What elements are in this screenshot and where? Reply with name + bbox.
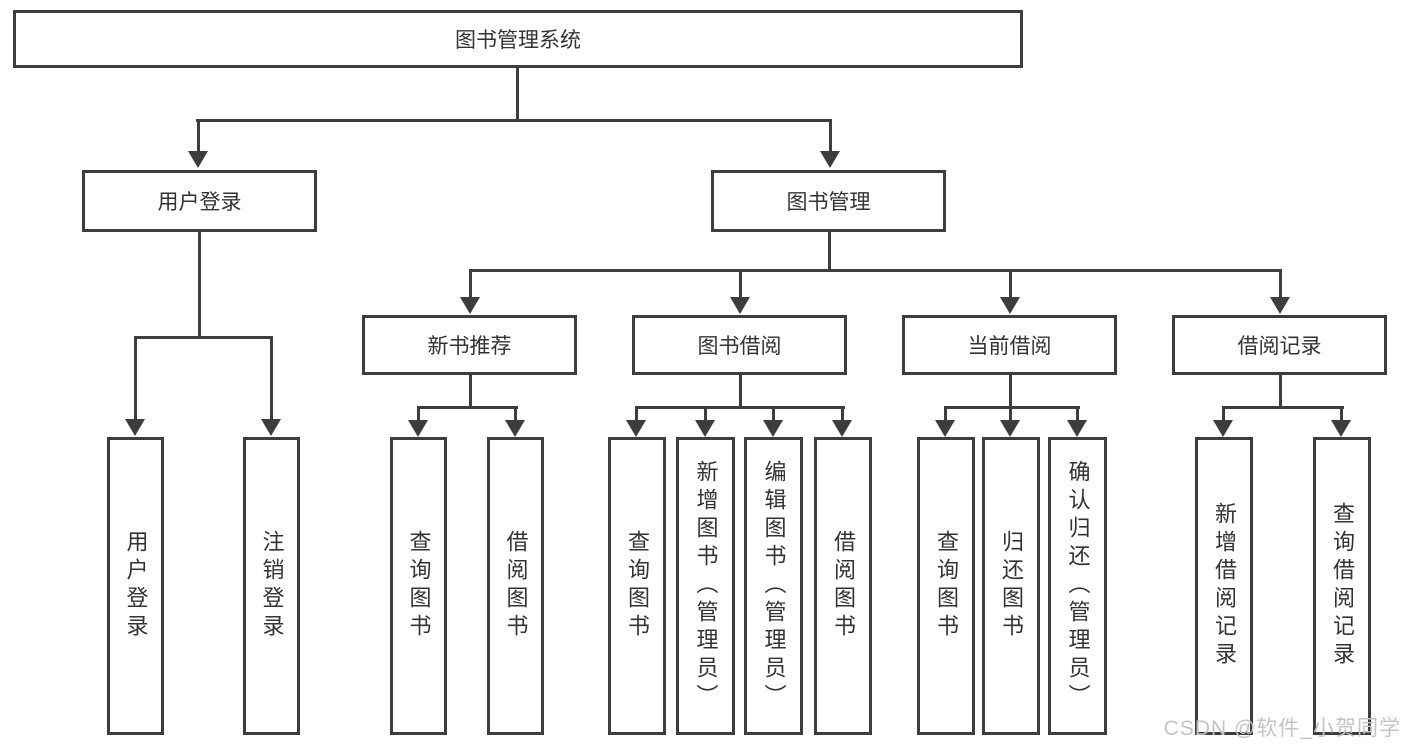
node-borrow-record: 借阅记录 bbox=[1172, 315, 1387, 375]
connector-line bbox=[469, 269, 472, 300]
arrow-down-icon bbox=[125, 419, 145, 436]
connector-line bbox=[841, 406, 844, 423]
arrow-down-icon bbox=[1270, 297, 1290, 314]
node-book-management: 图书管理 bbox=[711, 170, 946, 232]
arrow-down-icon bbox=[1000, 297, 1020, 314]
leaf-rec-query-book: 查询图书 bbox=[390, 437, 447, 735]
leaf-rec-borrow-book: 借阅图书 bbox=[487, 437, 544, 735]
arrow-down-icon bbox=[1067, 420, 1087, 437]
connector-line bbox=[134, 336, 137, 422]
connector-line bbox=[469, 375, 472, 409]
arrow-down-icon bbox=[1213, 420, 1233, 437]
arrow-down-icon bbox=[505, 420, 525, 437]
arrow-down-icon bbox=[832, 420, 852, 437]
connector-line bbox=[1009, 406, 1012, 423]
node-current-borrow: 当前借阅 bbox=[902, 315, 1117, 375]
node-new-book-recommend: 新书推荐 bbox=[362, 315, 577, 375]
connector-line bbox=[514, 406, 517, 423]
connector-line bbox=[196, 119, 832, 122]
leaf-bb-borrow-book: 借阅图书 bbox=[814, 437, 872, 735]
leaf-bb-edit-book-admin: 编辑图书（管理员） bbox=[744, 437, 803, 735]
arrow-down-icon bbox=[408, 420, 428, 437]
leaf-logout: 注销登录 bbox=[243, 437, 300, 735]
connector-line bbox=[469, 269, 1282, 272]
connector-line bbox=[198, 232, 201, 339]
node-book-borrow: 图书借阅 bbox=[632, 315, 847, 375]
connector-line bbox=[1279, 375, 1282, 409]
connector-line bbox=[516, 68, 519, 122]
watermark-text: CSDN @软件_小贺同学 bbox=[1163, 717, 1401, 740]
leaf-cb-confirm-return-admin: 确认归还（管理员） bbox=[1048, 437, 1107, 735]
leaf-bb-add-book-admin: 新增图书（管理员） bbox=[676, 437, 735, 735]
leaf-bb-query-book: 查询图书 bbox=[608, 437, 666, 735]
connector-line bbox=[417, 406, 420, 423]
leaf-cb-query-book: 查询图书 bbox=[917, 437, 975, 735]
connector-line bbox=[417, 406, 518, 409]
arrow-down-icon bbox=[626, 420, 646, 437]
leaf-br-query-record: 查询借阅记录 bbox=[1313, 437, 1371, 735]
connector-line bbox=[1009, 375, 1012, 409]
arrow-down-icon bbox=[820, 151, 840, 168]
connector-line bbox=[270, 336, 273, 422]
arrow-down-icon bbox=[730, 297, 750, 314]
connector-line bbox=[635, 406, 845, 409]
arrow-down-icon bbox=[1331, 420, 1351, 437]
arrow-down-icon bbox=[935, 420, 955, 437]
connector-line bbox=[704, 406, 707, 423]
connector-line bbox=[944, 406, 947, 423]
connector-line bbox=[829, 119, 832, 154]
connector-line bbox=[1222, 406, 1225, 423]
connector-line bbox=[944, 406, 1080, 409]
arrow-down-icon bbox=[763, 420, 783, 437]
leaf-br-add-record: 新增借阅记录 bbox=[1195, 437, 1253, 735]
connector-line bbox=[1279, 269, 1282, 300]
arrow-down-icon bbox=[460, 297, 480, 314]
connector-line bbox=[739, 375, 742, 409]
connector-line bbox=[1009, 269, 1012, 300]
connector-line bbox=[635, 406, 638, 423]
leaf-cb-return-book: 归还图书 bbox=[982, 437, 1040, 735]
node-root: 图书管理系统 bbox=[13, 10, 1023, 68]
arrow-down-icon bbox=[1000, 420, 1020, 437]
leaf-user-login: 用户登录 bbox=[107, 437, 164, 735]
node-user-login: 用户登录 bbox=[82, 170, 317, 232]
connector-line bbox=[828, 232, 831, 272]
arrow-down-icon bbox=[695, 420, 715, 437]
connector-line bbox=[197, 119, 200, 154]
connector-line bbox=[134, 336, 273, 339]
arrow-down-icon bbox=[261, 419, 281, 436]
arrow-down-icon bbox=[188, 151, 208, 168]
connector-line bbox=[739, 269, 742, 300]
connector-line bbox=[1222, 406, 1344, 409]
connector-line bbox=[1340, 406, 1343, 423]
connector-line bbox=[1076, 406, 1079, 423]
connector-line bbox=[772, 406, 775, 423]
